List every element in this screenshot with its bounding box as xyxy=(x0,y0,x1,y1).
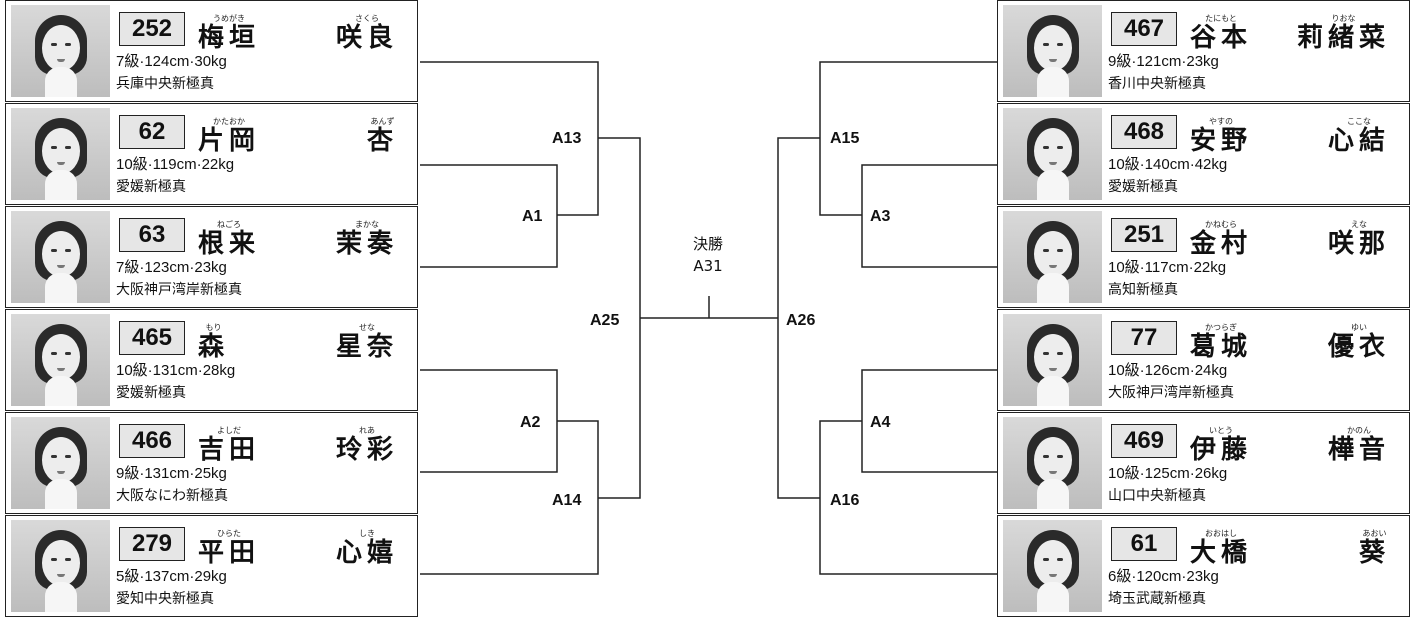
match-label-a25: A25 xyxy=(590,312,619,330)
match-label-a14: A14 xyxy=(552,492,581,510)
match-label-a4: A4 xyxy=(870,414,890,432)
match-label-a1: A1 xyxy=(522,208,542,226)
final-title: 決勝 xyxy=(670,233,746,255)
final-match: 決勝 A31 xyxy=(670,233,746,277)
match-label-a26: A26 xyxy=(786,312,815,330)
final-code: A31 xyxy=(670,255,746,277)
match-label-a3: A3 xyxy=(870,208,890,226)
match-label-a13: A13 xyxy=(552,130,581,148)
match-label-a16: A16 xyxy=(830,492,859,510)
match-label-a2: A2 xyxy=(520,414,540,432)
match-label-a15: A15 xyxy=(830,130,859,148)
